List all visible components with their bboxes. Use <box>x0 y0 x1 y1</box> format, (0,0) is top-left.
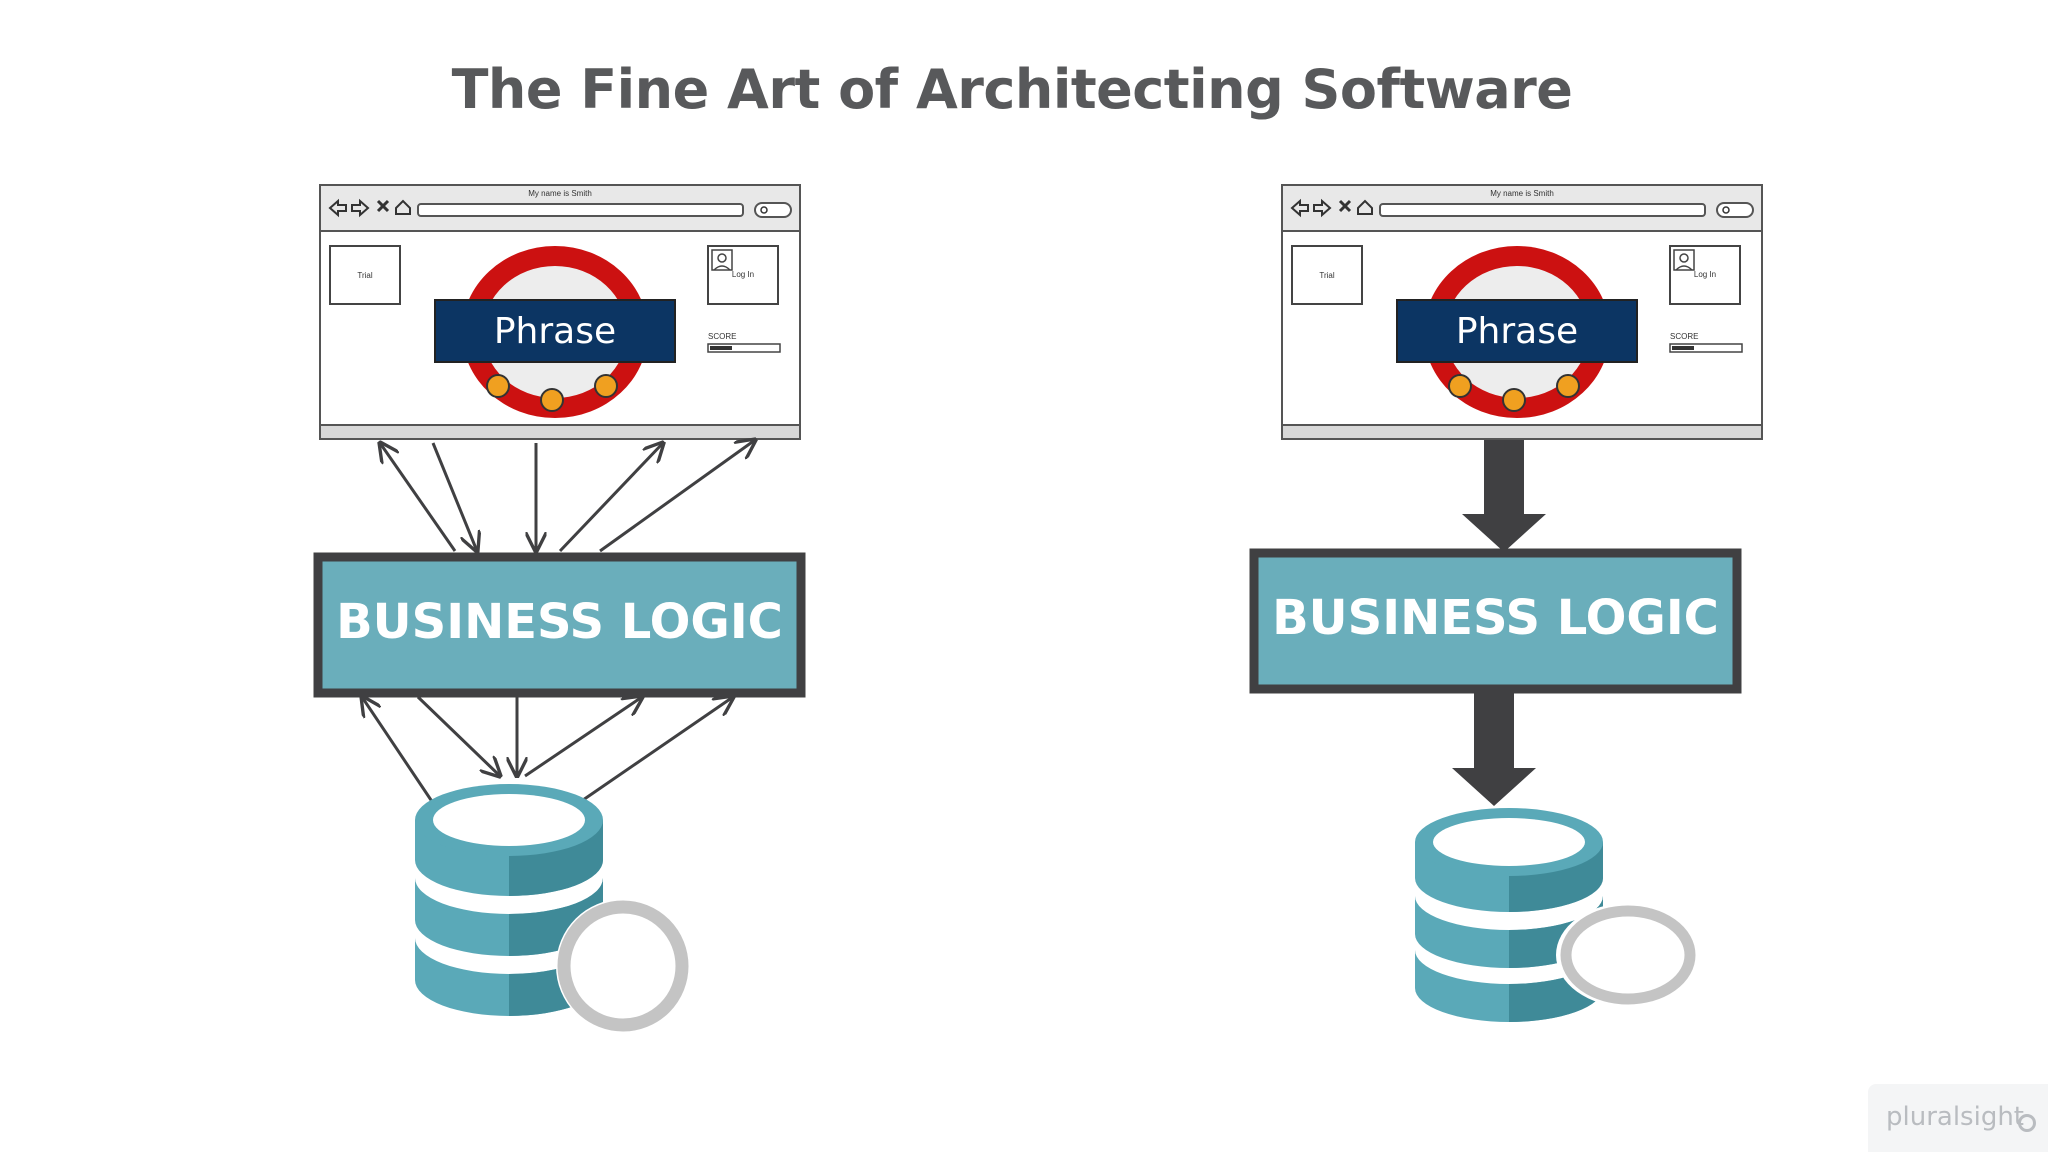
logic-to-db-arrow <box>1452 693 1536 806</box>
user-icon <box>1673 249 1695 271</box>
logo-text: Phrase <box>1456 311 1578 352</box>
logic-db-arrows <box>362 697 733 804</box>
database-icon <box>1415 808 1700 1022</box>
browser-wireframe: My name is Smith Trial Log In SCORE <box>319 184 801 440</box>
score-bar <box>1669 343 1743 353</box>
business-logic-box <box>1249 548 1742 694</box>
close-icon <box>1338 199 1352 213</box>
score-label: SCORE <box>708 332 736 341</box>
ui-to-logic-arrow <box>1462 440 1546 552</box>
browser-wireframe: My name is Smith Trial Log In SCORE <box>1281 184 1763 440</box>
user-icon <box>711 249 733 271</box>
close-icon <box>376 199 390 213</box>
search-icon <box>760 206 768 214</box>
business-logic-box <box>313 552 806 698</box>
trial-label: Trial <box>1319 271 1334 280</box>
address-bar <box>1379 203 1706 217</box>
login-label: Log In <box>1694 270 1716 279</box>
back-icon <box>1290 198 1309 218</box>
trial-label: Trial <box>357 271 372 280</box>
back-icon <box>328 198 347 218</box>
score-label: SCORE <box>1670 332 1698 341</box>
business-logic-label-right: BUSINESS LOGIC <box>1272 590 1719 646</box>
login-label: Log In <box>732 270 754 279</box>
database-icon <box>415 784 690 1033</box>
search-icon <box>1722 206 1730 214</box>
score-bar <box>707 343 781 353</box>
address-bar <box>417 203 744 217</box>
left-diagram: My name is Smith Trial Log In SCORE <box>313 184 806 1033</box>
wireframe-window-title: My name is Smith <box>528 189 592 198</box>
logo-text: Phrase <box>494 311 616 352</box>
business-logic-label-left: BUSINESS LOGIC <box>336 594 783 650</box>
ui-logic-arrows <box>380 440 755 551</box>
right-diagram: My name is Smith Trial Log In SCORE <box>1024 0 2024 1152</box>
home-icon <box>395 199 411 215</box>
phrase-logo: Phrase <box>1396 246 1638 418</box>
forward-icon <box>1313 198 1332 218</box>
watermark-text: pluralsight <box>1886 1102 2024 1132</box>
wireframe-window-title: My name is Smith <box>1490 189 1554 198</box>
pluralsight-watermark: pluralsight <box>1868 1084 2048 1152</box>
play-icon <box>2018 1114 2036 1132</box>
left-diagram-canvas: My name is Smith Trial Log In SCORE <box>313 184 806 1033</box>
home-icon <box>1357 199 1373 215</box>
right-diagram-canvas: My name is Smith Trial Log In SCORE <box>1249 184 1763 1022</box>
phrase-logo: Phrase <box>434 246 676 418</box>
slide-title: The Fine Art of Architecting Software <box>451 58 1573 121</box>
forward-icon <box>351 198 370 218</box>
